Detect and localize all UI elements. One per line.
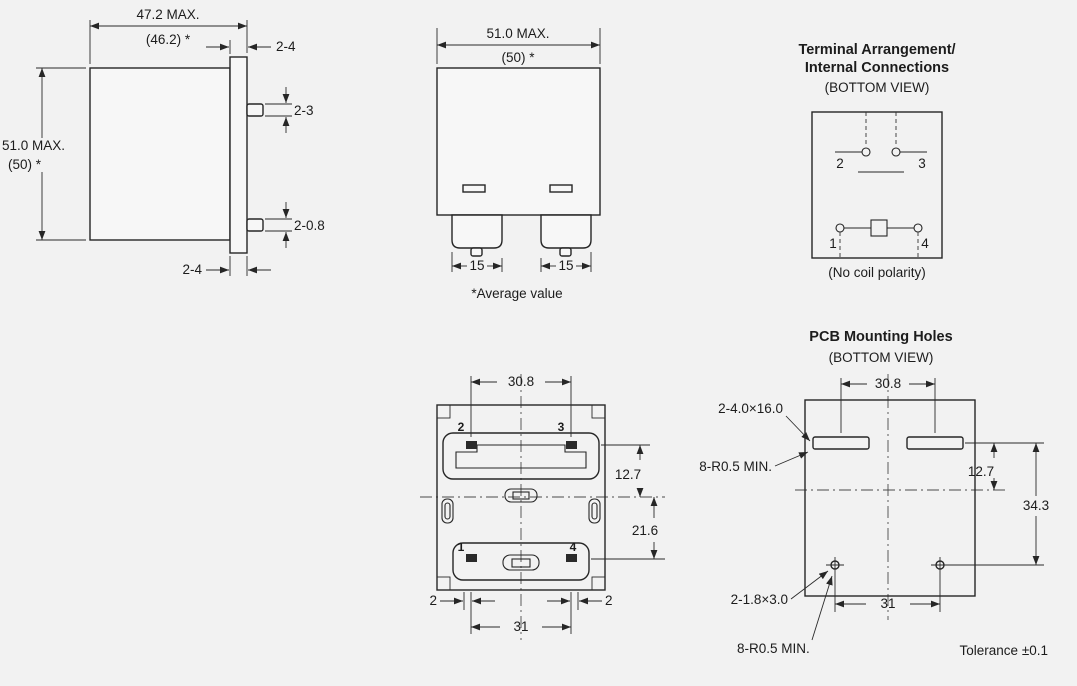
dim-label-front-width-max: 51.0 MAX. — [486, 26, 549, 41]
pcb-pitch-dimension: 31 — [834, 573, 941, 612]
bottom-view-terminal-3: 3 — [558, 420, 565, 434]
bottom-view-right-edge-dimension: 2 — [547, 592, 613, 634]
front-view-right-pitch-dimension: 15 — [540, 252, 592, 273]
average-value-note: *Average value — [471, 286, 562, 301]
side-view: 47.2 MAX. (46.2) * 2-4 51.0 MAX. (50) * … — [2, 7, 325, 277]
dim-label-side-top-tab: 2-4 — [276, 39, 296, 54]
terminal-schematic: 2 3 1 4 — [811, 111, 943, 259]
dim-label-front-width-avg: (50) * — [501, 50, 535, 65]
side-view-lower-pin-dimension: 2-0.8 — [265, 202, 325, 248]
dim-label-side-width-avg: (46.2) * — [146, 32, 191, 47]
pcb-mounting-holes: PCB Mounting Holes (BOTTOM VIEW) 30.8 2-… — [699, 329, 1049, 658]
terminal-4-label: 4 — [921, 236, 929, 251]
terminal-arrangement: Terminal Arrangement/ Internal Connectio… — [798, 42, 955, 280]
side-view-width-dimension: 47.2 MAX. (46.2) * — [89, 7, 248, 64]
front-view: 51.0 MAX. (50) * 15 15 *Average value — [436, 26, 601, 301]
dim-label-bottom-edge-left: 2 — [429, 593, 437, 608]
bottom-view-lower-offset-dimension: 21.6 — [591, 497, 665, 560]
no-coil-polarity-note: (No coil polarity) — [828, 265, 926, 280]
dim-label-pcb-width: 30.8 — [875, 376, 901, 391]
pcb-hole-callout: 2-1.8×3.0 — [731, 570, 829, 607]
pcb-view-label: (BOTTOM VIEW) — [829, 350, 934, 365]
pcb-hole-label: 2-1.8×3.0 — [731, 592, 788, 607]
bottom-view-width-dimension: 30.8 — [470, 374, 572, 437]
bottom-view-upper-offset-dimension: 12.7 — [601, 444, 650, 497]
pcb-total-offset-dimension: 34.3 — [947, 443, 1049, 566]
bottom-view-terminal-1: 1 — [458, 540, 465, 554]
dim-label-side-height-max: 51.0 MAX. — [2, 138, 65, 153]
dim-label-side-lower-pin: 2-0.8 — [294, 218, 325, 233]
pcb-slot-label: 2-4.0×16.0 — [718, 401, 783, 416]
pcb-hole-radius-callout: 8-R0.5 MIN. — [737, 575, 833, 656]
dim-label-side-width-max: 47.2 MAX. — [136, 7, 199, 22]
tolerance-note: Tolerance ±0.1 — [960, 643, 1048, 658]
bottom-view-left-edge-dimension: 2 — [429, 592, 495, 634]
terminal-title-line1: Terminal Arrangement/ — [798, 42, 955, 58]
terminal-title-line2: Internal Connections — [805, 60, 949, 76]
dim-label-side-bottom-tab: 2-4 — [182, 262, 202, 277]
side-view-bottom-tab-dimension: 2-4 — [182, 256, 271, 277]
dim-label-pcb-total-offset: 34.3 — [1023, 498, 1049, 513]
front-view-left-pitch-dimension: 15 — [451, 252, 503, 273]
pcb-upper-offset-dimension: 12.7 — [965, 442, 1044, 490]
dim-label-bottom-width: 30.8 — [508, 374, 534, 389]
bottom-view-outline — [436, 404, 606, 591]
pcb-slot-radius-callout: 8-R0.5 MIN. — [699, 451, 809, 474]
dim-label-side-upper-pin: 2-3 — [294, 103, 314, 118]
dim-label-side-height-avg: (50) * — [8, 157, 42, 172]
dim-label-bottom-lower-offset: 21.6 — [632, 523, 658, 538]
terminal-1-label: 1 — [829, 236, 837, 251]
side-view-top-tab-dimension: 2-4 — [206, 39, 296, 54]
dim-label-front-pitch-right: 15 — [558, 258, 573, 273]
pcb-radius-bottom-label: 8-R0.5 MIN. — [737, 641, 810, 656]
dim-label-pcb-pitch: 31 — [880, 596, 895, 611]
bottom-view-pitch-dimension: 31 — [471, 619, 571, 634]
pcb-width-dimension: 30.8 — [840, 376, 936, 433]
bottom-view-terminal-4: 4 — [570, 540, 577, 554]
dim-label-front-pitch-left: 15 — [469, 258, 484, 273]
side-view-upper-pin-dimension: 2-3 — [265, 87, 314, 133]
terminal-3-label: 3 — [918, 156, 926, 171]
terminal-2-label: 2 — [836, 156, 844, 171]
dim-label-bottom-upper-offset: 12.7 — [615, 467, 641, 482]
dim-label-pcb-upper-offset: 12.7 — [968, 464, 994, 479]
pcb-outline — [804, 399, 976, 597]
pcb-title: PCB Mounting Holes — [809, 329, 952, 345]
side-view-outline — [89, 56, 264, 254]
bottom-view-terminal-2: 2 — [458, 420, 465, 434]
pcb-slot-callout: 2-4.0×16.0 — [718, 401, 811, 442]
pcb-radius-top-label: 8-R0.5 MIN. — [699, 459, 772, 474]
side-view-height-dimension: 51.0 MAX. (50) * — [2, 67, 86, 241]
dim-label-bottom-pitch: 31 — [513, 619, 528, 634]
terminal-view-label: (BOTTOM VIEW) — [825, 80, 930, 95]
front-view-width-dimension: 51.0 MAX. (50) * — [436, 26, 601, 65]
dim-label-bottom-edge-right: 2 — [605, 593, 613, 608]
front-view-outline — [436, 67, 601, 257]
bottom-view: 2 3 1 4 30.8 12.7 21.6 2 — [420, 374, 665, 640]
